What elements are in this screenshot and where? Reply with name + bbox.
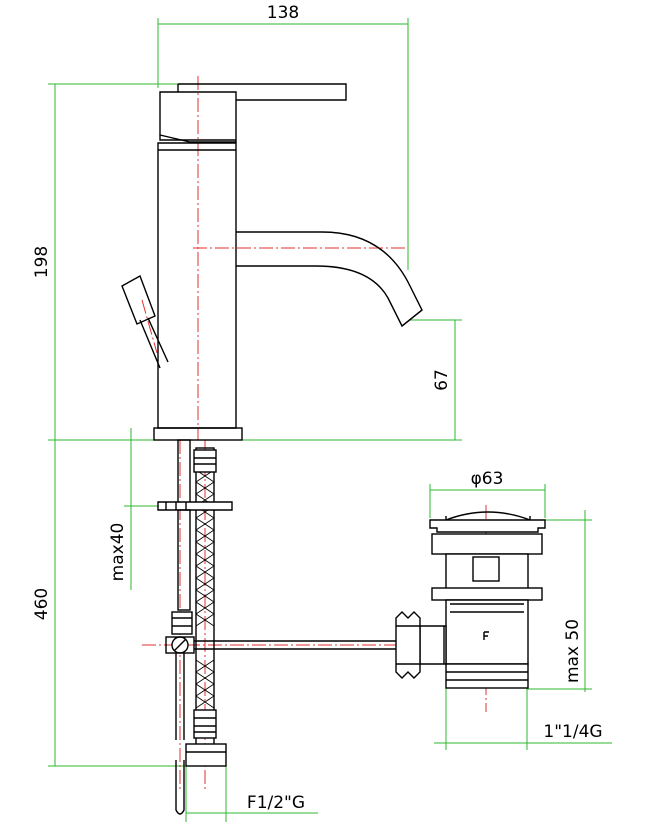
- cartridge-cap: [159, 91, 237, 143]
- label-inlet-thread: F1/2"G: [247, 793, 305, 813]
- waste-body: [445, 553, 529, 591]
- tap-body: [121, 83, 423, 441]
- dimension-labels: 138 198 67 460 max40 φ63 max 50 1"1/4G F…: [32, 3, 603, 813]
- label-below-deck: 460: [32, 588, 52, 620]
- dim-height-198: [48, 83, 178, 441]
- below-deck-fittings: [157, 439, 396, 815]
- dim-inlet-thread: [185, 760, 318, 822]
- dimension-lines: [48, 18, 612, 822]
- spout: [236, 231, 423, 328]
- label-total-width: 138: [267, 3, 299, 23]
- dim-below-460: [48, 440, 186, 767]
- label-total-height: 198: [32, 246, 52, 278]
- waste-assembly: [395, 511, 546, 689]
- label-max-deck: max40: [108, 523, 128, 582]
- label-waste-diameter: φ63: [471, 469, 504, 489]
- waste-tail: [445, 663, 529, 689]
- popup-knob: [121, 274, 169, 369]
- body-column: [157, 142, 237, 429]
- dim-max40: [124, 428, 158, 590]
- body-base: [153, 427, 243, 441]
- dim-max50: [527, 510, 592, 692]
- dim-phi63: [429, 484, 546, 518]
- center-lines: [141, 76, 487, 790]
- label-waste-max: max 50: [563, 619, 583, 683]
- waste-side-port: [419, 625, 447, 665]
- waste-flange: [429, 519, 546, 533]
- fixing-nut: [157, 501, 233, 511]
- waste-rod: [194, 640, 396, 650]
- label-waste-thread: 1"1/4G: [543, 722, 602, 742]
- inlet-nut: [185, 743, 227, 767]
- dim-spout-67: [240, 319, 462, 441]
- dim-width-138: [157, 18, 409, 270]
- label-spout-height: 67: [432, 369, 452, 391]
- lever-handle: [178, 83, 347, 101]
